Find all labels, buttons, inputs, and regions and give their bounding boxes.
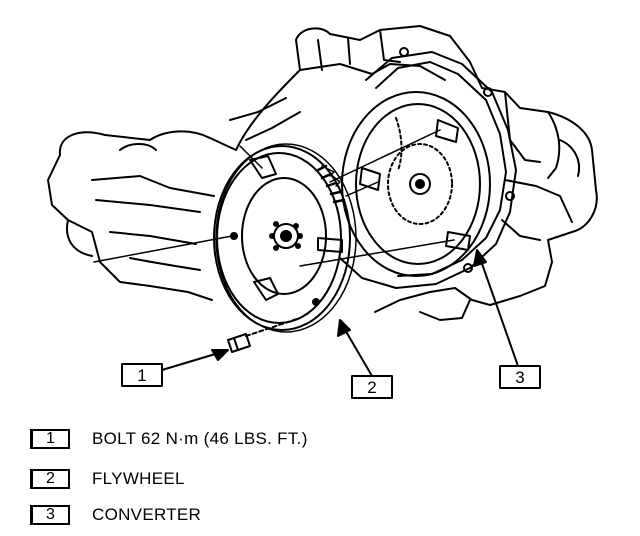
legend-label: BOLT 62 N·m (46 LBS. FT.) (92, 429, 308, 448)
legend-row-converter: 3 CONVERTER (30, 502, 201, 528)
callout-2-number: 2 (367, 378, 376, 397)
leader-arrows (161, 249, 519, 377)
converter-housing (339, 47, 517, 289)
callout-3: 3 (499, 365, 541, 389)
legend-label: FLYWHEEL (92, 469, 185, 488)
torque-converter (341, 91, 491, 277)
legend-row-flywheel: 2 FLYWHEEL (30, 466, 185, 492)
callout-1-number: 1 (137, 366, 146, 385)
legend-number-box: 1 (30, 429, 70, 449)
engine-block-outline (47, 25, 598, 321)
legend-number-box: 2 (30, 469, 70, 489)
callout-3-number: 3 (515, 368, 524, 387)
legend-number-box: 3 (30, 505, 70, 525)
callout-1: 1 (121, 363, 163, 387)
legend-row-bolt: 1 BOLT 62 N·m (46 LBS. FT.) (30, 426, 308, 452)
callout-2: 2 (351, 375, 393, 399)
bolt (227, 317, 301, 353)
legend-label: CONVERTER (92, 505, 202, 524)
flywheel (213, 143, 357, 333)
alignment-lines (93, 129, 455, 267)
